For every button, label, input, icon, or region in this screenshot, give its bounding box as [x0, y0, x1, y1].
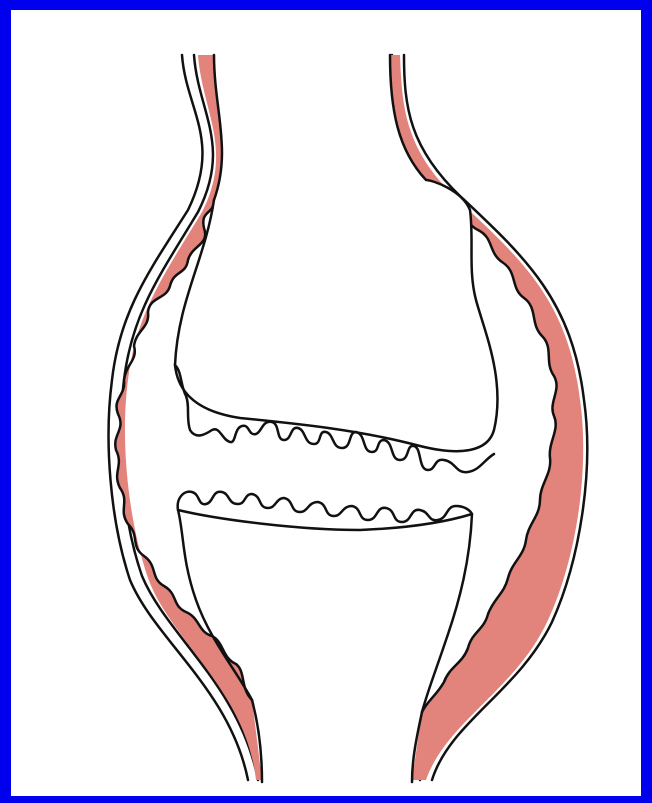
illustration-panel [11, 10, 641, 796]
joint-diagram [11, 10, 641, 796]
upper-bone [175, 180, 498, 472]
upper-bone-outline [175, 180, 498, 451]
